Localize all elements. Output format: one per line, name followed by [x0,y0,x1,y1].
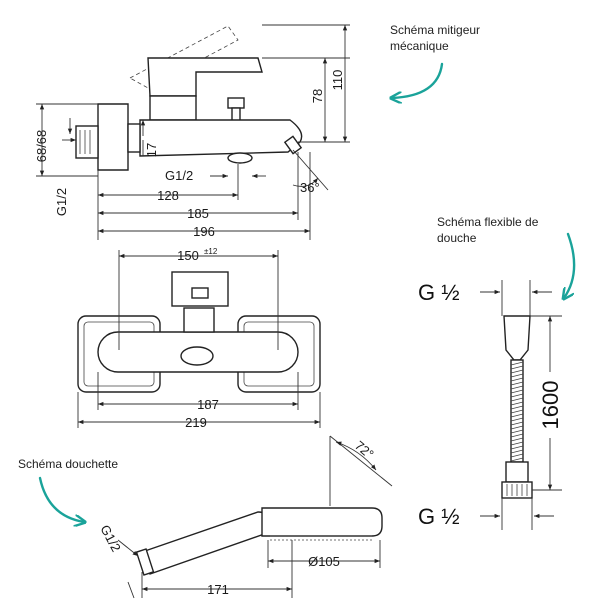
hose-length: 1600 [538,381,563,430]
dim-17: 17 [144,143,159,157]
hose-coil-stripe [510,365,524,370]
hose-top-nut [503,315,531,361]
cartridge-front [183,307,215,333]
dim-78: 78 [310,89,325,103]
hand-shower-head [261,507,383,537]
hose-coil-stripe [510,397,524,402]
hand-shower-handle [141,511,271,575]
dim-171: 171 [207,582,229,597]
hose-bottom-cone [505,461,529,483]
hose-coil [510,361,524,462]
dim-187: 187 [197,397,219,412]
hose-coil-stripe [510,413,524,418]
connector [127,123,141,153]
hose-dimensions: G ½ G ½ 1600 [418,280,563,530]
note-mixer-line2: mécanique [390,39,449,53]
hose-coil-stripe [510,457,524,462]
note-hose-line2: douche [437,231,477,245]
hand-shower-thread: G1/2 [97,522,123,554]
spout-outlet [227,152,253,164]
hand-shower-drawing [135,507,383,576]
hose-coil-stripe [510,445,524,450]
hose-coil-stripe [510,409,524,414]
hose-coil-stripe [510,361,524,366]
front-view-dimensions: 150 ±12 187 219 [77,247,321,430]
hose-coil-stripe [510,381,524,386]
dim-150-tolerance: ±12 [204,247,218,256]
shower-outlet [283,135,303,155]
hose-coil-stripe [510,425,524,430]
hose-drawing [501,315,533,499]
hose-coil-stripe [510,405,524,410]
wall-plate [97,103,129,171]
dim-105: Ø105 [308,554,340,569]
hand-shower-connector [135,548,155,576]
lever-knob-front [191,287,209,299]
dim-150: 150 [177,248,199,263]
mixer-cartridge [149,95,197,121]
hose-coil-stripe [510,449,524,454]
hose-coil-stripe [510,437,524,442]
hose-coil-stripe [510,393,524,398]
note-hose-line1: Schéma flexible de [437,215,539,229]
hose-coil-stripe [510,453,524,458]
arrow-hose-note [564,232,576,298]
arrow-handshower-note [38,476,84,522]
hose-coil-stripe [510,433,524,438]
lever-ghost [129,25,239,89]
hose-coil-stripe [510,389,524,394]
dim-196: 196 [193,224,215,239]
hose-coil-stripe [510,401,524,406]
dim-68-68: 68/68 [34,130,49,163]
mixer-side-view [75,25,303,171]
spout-body [139,119,303,157]
note-mixer-line1: Schéma mitigeur [390,23,480,37]
thread-bottom-label: G1/2 [165,168,193,183]
angle-72: 72° [352,438,377,462]
thread-left-label: G1/2 [54,188,69,216]
dim-128: 128 [157,188,179,203]
hose-coil-stripe [510,369,524,374]
eccentric-fitting [75,125,99,159]
hose-thread-top: G ½ [418,280,460,305]
hose-coil-stripe [510,417,524,422]
dim-185: 185 [187,206,209,221]
side-view-dimensions: 110 78 68/68 G1/2 17 G1/2 36° 128 185 19… [34,24,350,240]
diverter-knob [227,97,245,109]
hose-coil-stripe [510,421,524,426]
hose-thread-bottom: G ½ [418,504,460,529]
mixer-front-view [77,271,321,393]
hose-coil-stripe [510,377,524,382]
spout-front [180,346,214,366]
length-label-bg [540,372,560,438]
arrow-mixer-note [392,62,444,98]
hose-coil-stripe [510,429,524,434]
note-handshower: Schéma douchette [18,457,118,471]
hose-coil-stripe [510,373,524,378]
hose-coil-stripe [510,385,524,390]
dim-110: 110 [330,70,345,91]
hose-coil-stripe [510,441,524,446]
dim-219: 219 [185,415,207,430]
mixer-lever [147,57,263,97]
